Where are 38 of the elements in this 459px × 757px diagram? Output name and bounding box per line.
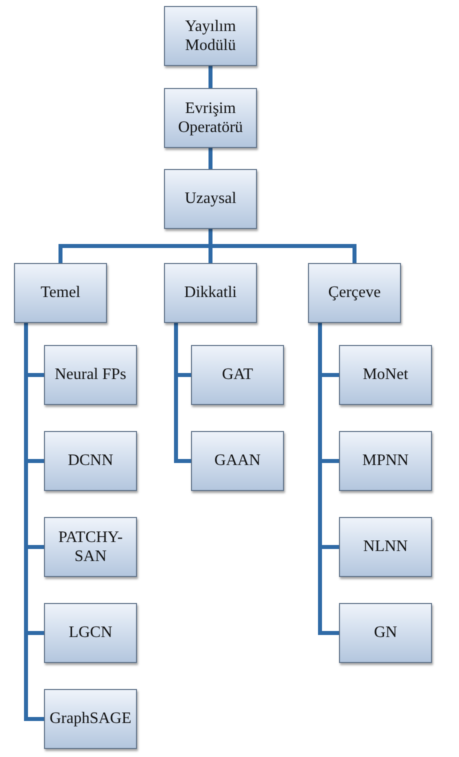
category-box	[44, 517, 137, 577]
box-label: MPNN	[362, 451, 409, 471]
box-label: Dikkatli	[184, 283, 237, 303]
category-box	[14, 263, 107, 323]
category-box	[44, 603, 137, 663]
box-label: GraphSAGE	[50, 709, 132, 729]
box-label: DCNN	[68, 451, 114, 471]
box-label: Temel	[40, 283, 80, 303]
category-box	[191, 431, 284, 491]
box-label: Evrişim Operatörü	[177, 98, 244, 138]
connector-line	[24, 323, 44, 721]
connector-line	[208, 66, 212, 88]
box-label: GAAN	[214, 451, 261, 471]
box-label: GN	[374, 623, 398, 643]
category-box	[339, 345, 432, 405]
category-box	[191, 345, 284, 405]
box-label: Neural FPs	[54, 365, 126, 385]
connector-line	[318, 323, 339, 635]
connector-line	[208, 148, 212, 169]
category-box	[44, 345, 137, 405]
box-label: Yayılım Modülü	[184, 16, 237, 56]
box-label: LGCN	[68, 623, 112, 643]
box-label: Uzaysal	[184, 189, 236, 209]
box-label: NLNN	[363, 537, 408, 557]
category-box	[44, 431, 137, 491]
category-box	[339, 517, 432, 577]
box-label: GAT	[222, 365, 254, 385]
category-box	[164, 263, 257, 323]
category-box	[339, 431, 432, 491]
box-label: PATCHY-SAN	[57, 528, 124, 566]
category-box	[308, 263, 401, 323]
box-label: MoNet	[362, 365, 408, 385]
box-label: Çerçeve	[328, 283, 381, 303]
category-box	[164, 169, 257, 229]
category-box	[164, 88, 257, 148]
category-box	[44, 689, 137, 749]
category-box	[339, 603, 432, 663]
category-box	[164, 6, 257, 66]
